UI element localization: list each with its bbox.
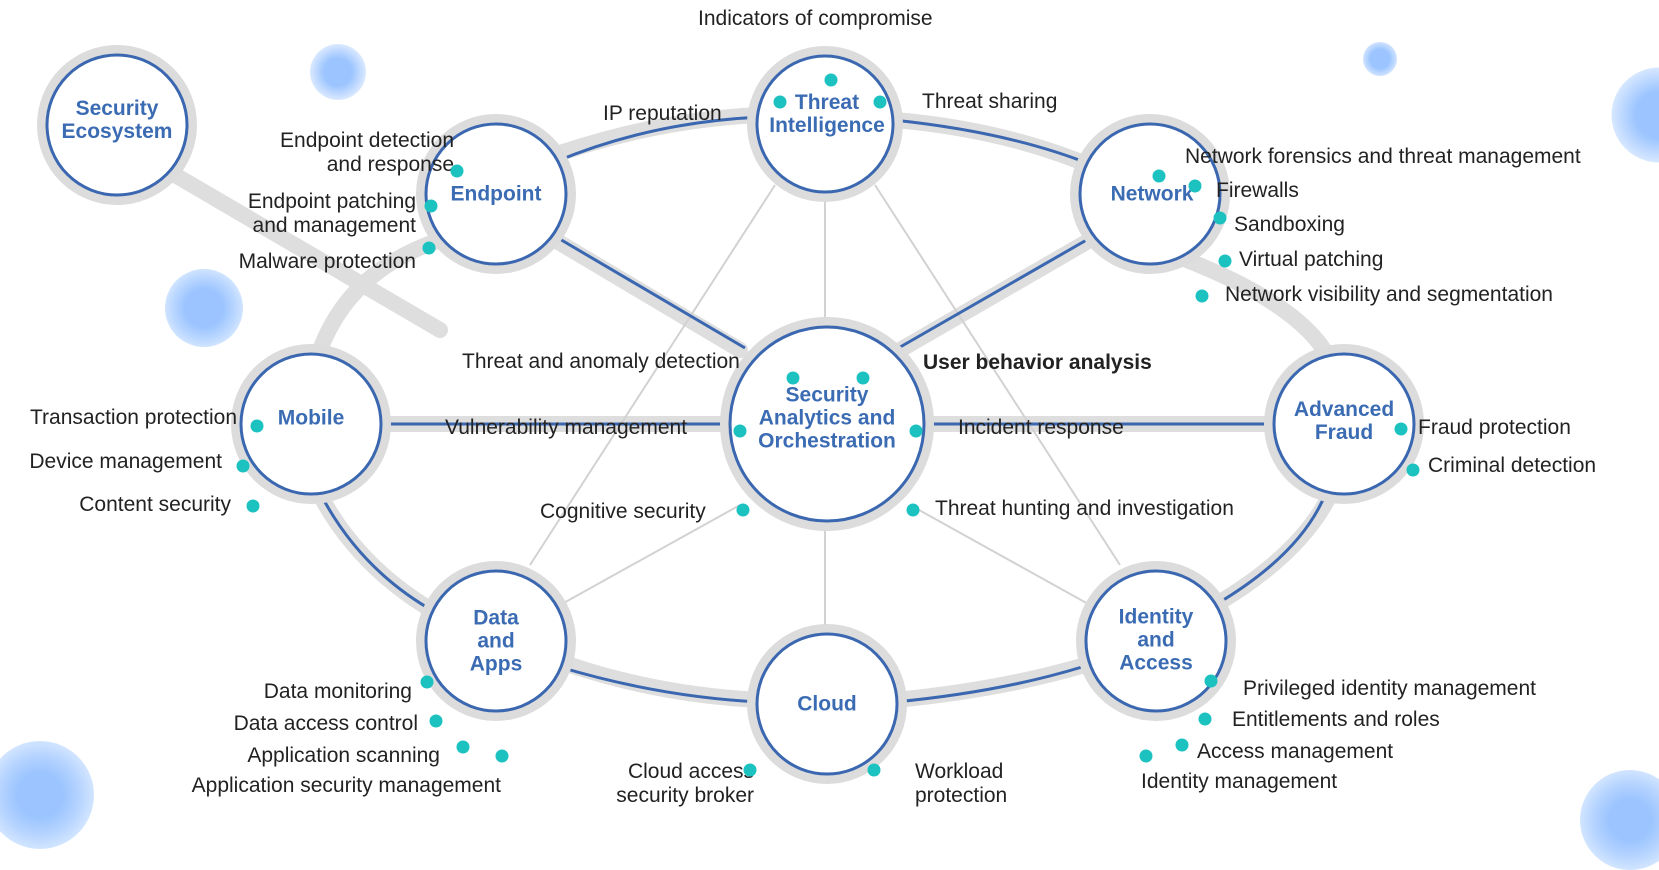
- capability-dot: [237, 460, 250, 473]
- capability-identity-management: Identity management: [1141, 770, 1337, 794]
- security-ecosystem-diagram: Security Ecosystem Endpoint Threat Intel…: [0, 0, 1659, 820]
- capability-dot: [457, 741, 470, 754]
- capability-dot: [421, 676, 434, 689]
- capability-content-security: Content security: [79, 493, 231, 517]
- capability-cognitive-security: Cognitive security: [540, 500, 706, 524]
- capability-user-behavior-analysis: User behavior analysis: [923, 351, 1152, 375]
- capability-dot: [430, 715, 443, 728]
- capability-transaction-protection: Transaction protection: [30, 406, 237, 430]
- capability-dot: [1219, 255, 1232, 268]
- capability-endpoint-patching: Endpoint patching and management: [248, 190, 416, 238]
- capability-dot: [247, 500, 260, 513]
- capability-entitlements-and-roles: Entitlements and roles: [1232, 708, 1440, 732]
- connector-halo-threat-network: [895, 120, 1100, 170]
- capability-network-forensics: Network forensics and threat management: [1185, 145, 1581, 169]
- connector-halo-data-cloud: [570, 665, 760, 700]
- capability-threat-anomaly-detection: Threat and anomaly detection: [462, 350, 740, 374]
- node-data-and-apps[interactable]: Data and Apps: [470, 607, 523, 676]
- capability-network-visibility: Network visibility and segmentation: [1225, 283, 1553, 307]
- capability-malware-protection: Malware protection: [239, 250, 416, 274]
- capability-dot: [907, 504, 920, 517]
- capability-application-security-management: Application security management: [192, 774, 501, 798]
- capability-dot: [1214, 212, 1227, 225]
- capability-dot: [734, 425, 747, 438]
- capability-dot: [868, 764, 881, 777]
- capability-dot: [1395, 423, 1408, 436]
- capability-dot: [451, 165, 464, 178]
- capability-dot: [774, 96, 787, 109]
- capability-ip-reputation: IP reputation: [603, 102, 722, 126]
- capability-dot: [825, 74, 838, 87]
- node-threat-intelligence[interactable]: Threat Intelligence: [769, 91, 885, 137]
- capability-dot: [1407, 464, 1420, 477]
- decorative-bubble: [310, 44, 366, 100]
- capability-dot: [251, 420, 264, 433]
- capability-dot: [425, 200, 438, 213]
- capability-dot: [737, 504, 750, 517]
- node-cloud[interactable]: Cloud: [797, 693, 856, 716]
- capability-incident-response: Incident response: [958, 416, 1124, 440]
- capability-dot: [1140, 750, 1153, 763]
- capability-vulnerability-management: Vulnerability management: [445, 416, 687, 440]
- capability-virtual-patching: Virtual patching: [1239, 248, 1383, 272]
- capability-sandboxing: Sandboxing: [1234, 213, 1345, 237]
- node-endpoint[interactable]: Endpoint: [451, 183, 542, 206]
- connector-halo-cloud-identity: [895, 665, 1085, 700]
- capability-criminal-detection: Criminal detection: [1428, 454, 1596, 478]
- decorative-bubble: [1363, 42, 1397, 76]
- capability-privileged-identity-management: Privileged identity management: [1243, 677, 1536, 701]
- capability-dot: [496, 750, 509, 763]
- capability-indicators-of-compromise: Indicators of compromise: [698, 7, 933, 31]
- capability-dot: [787, 372, 800, 385]
- capability-dot: [1176, 739, 1189, 752]
- capability-firewalls: Firewalls: [1216, 179, 1299, 203]
- capability-threat-sharing: Threat sharing: [922, 90, 1057, 114]
- capability-dot: [1199, 713, 1212, 726]
- capability-workload-protection: Workload protection: [915, 760, 1007, 808]
- node-identity-and-access[interactable]: Identity and Access: [1119, 606, 1194, 675]
- capability-data-access-control: Data access control: [234, 712, 418, 736]
- capability-dot: [857, 372, 870, 385]
- connector-halo-mobile-data: [320, 495, 440, 615]
- capability-threat-hunting: Threat hunting and investigation: [935, 497, 1234, 521]
- node-advanced-fraud[interactable]: Advanced Fraud: [1294, 398, 1394, 444]
- capability-device-management: Device management: [29, 450, 222, 474]
- node-network[interactable]: Network: [1111, 183, 1194, 206]
- node-security-ecosystem[interactable]: Security Ecosystem: [62, 97, 173, 143]
- connector-halo-endpoint-center: [555, 240, 740, 350]
- connector-endpoint-center: [558, 238, 745, 348]
- capability-application-scanning: Application scanning: [247, 744, 440, 768]
- capability-dot: [1196, 290, 1209, 303]
- capability-access-management: Access management: [1197, 740, 1393, 764]
- capability-dot: [1153, 170, 1166, 183]
- capability-cloud-access-security-broker: Cloud access security broker: [616, 760, 754, 808]
- capability-dot: [1189, 180, 1202, 193]
- capability-dot: [1205, 675, 1218, 688]
- capability-dot: [423, 242, 436, 255]
- node-security-analytics[interactable]: Security Analytics and Orchestration: [758, 384, 896, 453]
- decorative-bubble: [165, 269, 243, 347]
- capability-dot: [910, 425, 923, 438]
- capability-dot: [744, 764, 757, 777]
- node-mobile[interactable]: Mobile: [278, 407, 345, 430]
- connector-network-center: [895, 238, 1090, 350]
- capability-data-monitoring: Data monitoring: [264, 680, 412, 704]
- capability-fraud-protection: Fraud protection: [1418, 416, 1571, 440]
- capability-dot: [874, 96, 887, 109]
- connector-halo-network-center: [900, 240, 1090, 350]
- capability-endpoint-detection: Endpoint detection and response: [280, 129, 454, 177]
